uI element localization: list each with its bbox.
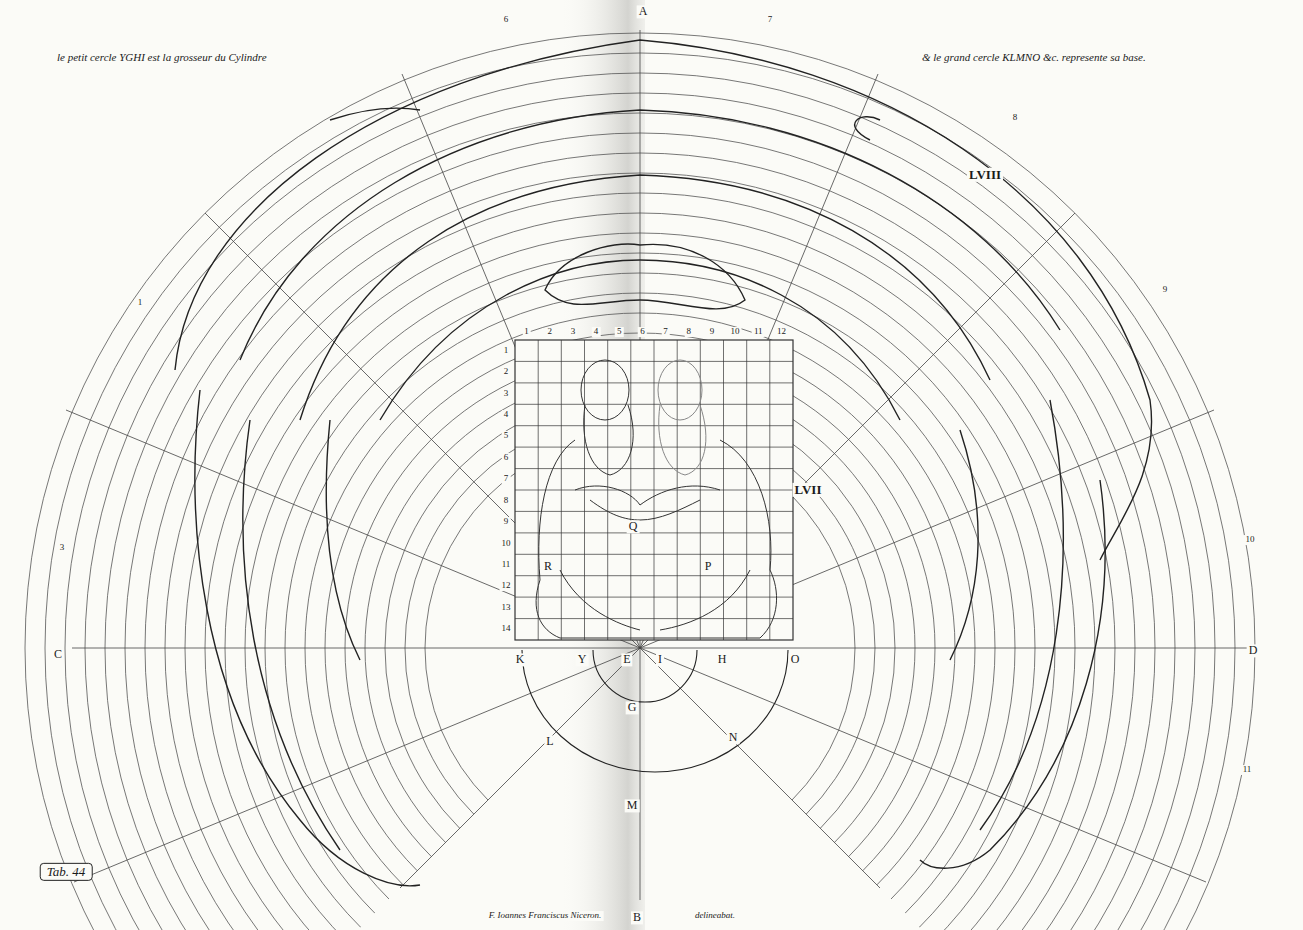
grid-column-number: 3 [569, 327, 578, 337]
grid-row-number: 13 [500, 603, 513, 613]
grid-row-number: 6 [502, 453, 511, 463]
grid-column-number: 1 [522, 327, 531, 337]
point-letter: G [626, 701, 639, 714]
grid-row-number: 14 [500, 624, 513, 634]
grid-row-number: 2 [502, 367, 511, 377]
point-letter: B [631, 911, 643, 924]
grid-row-number: 12 [500, 581, 513, 591]
sector-number: 7 [766, 15, 775, 25]
signature: delineabat. [693, 911, 737, 921]
radial-lines [66, 30, 1250, 900]
grid-column-number: 4 [592, 327, 601, 337]
grid-column-number: 9 [708, 327, 717, 337]
point-letter: K [514, 653, 527, 666]
point-letter: E [621, 653, 632, 666]
grid [515, 340, 793, 640]
anamorphic-figure [175, 40, 1152, 886]
grid-row-number: 4 [502, 410, 511, 420]
sector-number: 11 [1241, 765, 1254, 775]
monk-figure [536, 360, 776, 638]
grid-column-number: 8 [685, 327, 694, 337]
point-letter: D [1247, 644, 1260, 657]
point-letter: R [542, 560, 554, 573]
point-letter: H [716, 653, 729, 666]
sector-number: 6 [502, 15, 511, 25]
grid-column-number: 11 [752, 327, 765, 337]
point-letter: Y [576, 653, 589, 666]
grid-column-number: 12 [775, 327, 788, 337]
grid-row-number: 11 [500, 560, 513, 570]
sector-number: 10 [1244, 535, 1257, 545]
grid-row-number: 5 [502, 431, 511, 441]
grid-column-number: 10 [729, 327, 742, 337]
caption-note: le petit cercle YGHI est la grosseur du … [55, 51, 269, 63]
sector-number: 8 [1011, 113, 1020, 123]
caption-note: & le grand cercle KLMNO &c. represente s… [920, 51, 1148, 63]
figure-number: LVII [793, 483, 824, 497]
grid-ground [515, 340, 793, 640]
grid-column-number: 7 [661, 327, 670, 337]
figure-number: LVIII [967, 168, 1003, 182]
point-letter: Q [627, 520, 640, 533]
grid-row-number: 9 [502, 517, 511, 527]
point-letter: C [52, 648, 64, 661]
grid-column-number: 6 [638, 327, 647, 337]
grid-row-number: 1 [502, 346, 511, 356]
point-letter: P [703, 560, 714, 573]
grid-row-number: 3 [502, 389, 511, 399]
point-letter: M [625, 799, 640, 812]
sector-number: 9 [1161, 285, 1170, 295]
grid-row-number: 10 [500, 539, 513, 549]
base-circles [522, 650, 788, 772]
point-letter: N [727, 731, 740, 744]
grid-column-number: 2 [546, 327, 555, 337]
sector-number: 1 [136, 298, 145, 308]
signature: F. Ioannes Franciscus Niceron. [487, 911, 604, 921]
point-letter: I [656, 653, 664, 666]
sector-number: 3 [58, 543, 67, 553]
point-letter: O [789, 653, 802, 666]
plate-number: Tab. 44 [40, 863, 93, 881]
grid-column-number: 5 [615, 327, 624, 337]
point-letter: A [637, 5, 650, 18]
grid-row-number: 8 [502, 496, 511, 506]
point-letter: L [544, 735, 555, 748]
grid-row-number: 7 [502, 474, 511, 484]
